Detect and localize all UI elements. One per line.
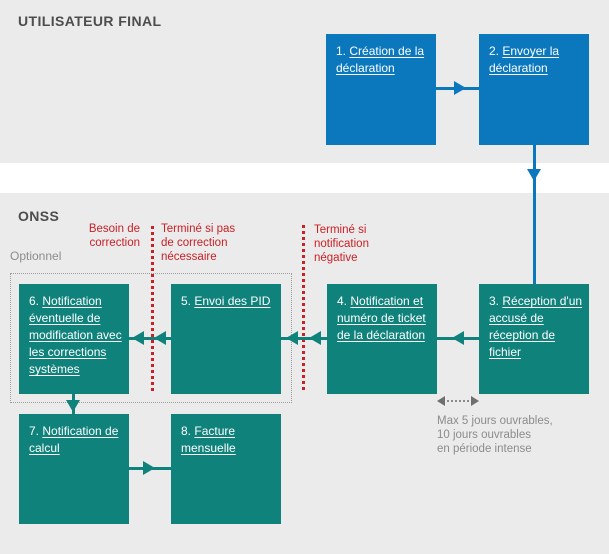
- delay-span-dotted-line: [443, 400, 473, 402]
- arrowhead-4-5-inner-icon: [286, 331, 298, 345]
- step-2-number: 2.: [489, 44, 500, 58]
- step-7-link[interactable]: Notification de calcul: [29, 424, 119, 455]
- note-termine-si-pas-correction: Terminé si pas de correction nécessaire: [161, 223, 236, 263]
- arrowhead-2-3-icon: [527, 169, 541, 181]
- step-1-link[interactable]: Création de la déclaration: [336, 44, 425, 75]
- arrowhead-4-5-outer-icon: [309, 331, 321, 345]
- note-delai: Max 5 jours ouvrables, 10 jours ouvrable…: [437, 415, 553, 455]
- step-8-box[interactable]: 8. Facture mensuelle: [171, 414, 281, 524]
- connector-4-5-line: [281, 337, 327, 340]
- separator-termine-negative-line: [302, 225, 305, 393]
- step-3-link[interactable]: Réception d'un accusé de réception de fi…: [489, 294, 583, 359]
- connector-5-6-line: [129, 337, 171, 340]
- delay-span-right-arrow-icon: [471, 396, 479, 406]
- step-8-number: 8.: [181, 424, 192, 438]
- step-2-link[interactable]: Envoyer la déclaration: [489, 44, 560, 75]
- step-3-box[interactable]: 3. Réception d'un accusé de réception de…: [479, 284, 589, 394]
- note-termine-si-notification-negative: Terminé si notification négative: [314, 224, 369, 264]
- separator-besoin-correction-line: [151, 226, 154, 393]
- step-4-box[interactable]: 4. Notification et numéro de ticket de l…: [327, 284, 437, 394]
- step-4-link[interactable]: Notification et numéro de ticket de la d…: [337, 294, 426, 342]
- step-6-box[interactable]: 6. Notification éventuelle de modificati…: [19, 284, 129, 394]
- step-1-box[interactable]: 1. Création de la déclaration: [326, 34, 436, 145]
- arrowhead-6-7-icon: [66, 400, 80, 412]
- step-5-link[interactable]: Envoi des PID: [194, 294, 271, 308]
- arrowhead-3-4-icon: [452, 331, 464, 345]
- step-5-number: 5.: [181, 294, 192, 308]
- step-7-number: 7.: [29, 424, 40, 438]
- step-6-number: 6.: [29, 294, 40, 308]
- lane-label-utilisateur-final: UTILISATEUR FINAL: [18, 13, 162, 29]
- step-7-box[interactable]: 7. Notification de calcul: [19, 414, 129, 524]
- step-8-link[interactable]: Facture mensuelle: [181, 424, 236, 455]
- lane-label-onss: ONSS: [18, 208, 60, 224]
- step-6-link[interactable]: Notification éventuelle de modification …: [29, 294, 122, 376]
- step-2-box[interactable]: 2. Envoyer la déclaration: [479, 34, 589, 145]
- step-1-number: 1.: [336, 44, 347, 58]
- step-4-number: 4.: [337, 294, 348, 308]
- arrowhead-5-6-inner-icon: [132, 331, 144, 345]
- optionnel-label: Optionnel: [10, 249, 62, 263]
- connector-2-3-line: [533, 145, 536, 284]
- arrowhead-5-6-outer-icon: [154, 331, 166, 345]
- arrowhead-1-2-icon: [454, 81, 466, 95]
- step-3-number: 3.: [489, 294, 500, 308]
- note-besoin-correction: Besoin de correction: [88, 223, 140, 249]
- delay-span-left-arrow-icon: [437, 396, 445, 406]
- step-5-box[interactable]: 5. Envoi des PID: [171, 284, 281, 394]
- arrowhead-7-8-icon: [143, 461, 155, 475]
